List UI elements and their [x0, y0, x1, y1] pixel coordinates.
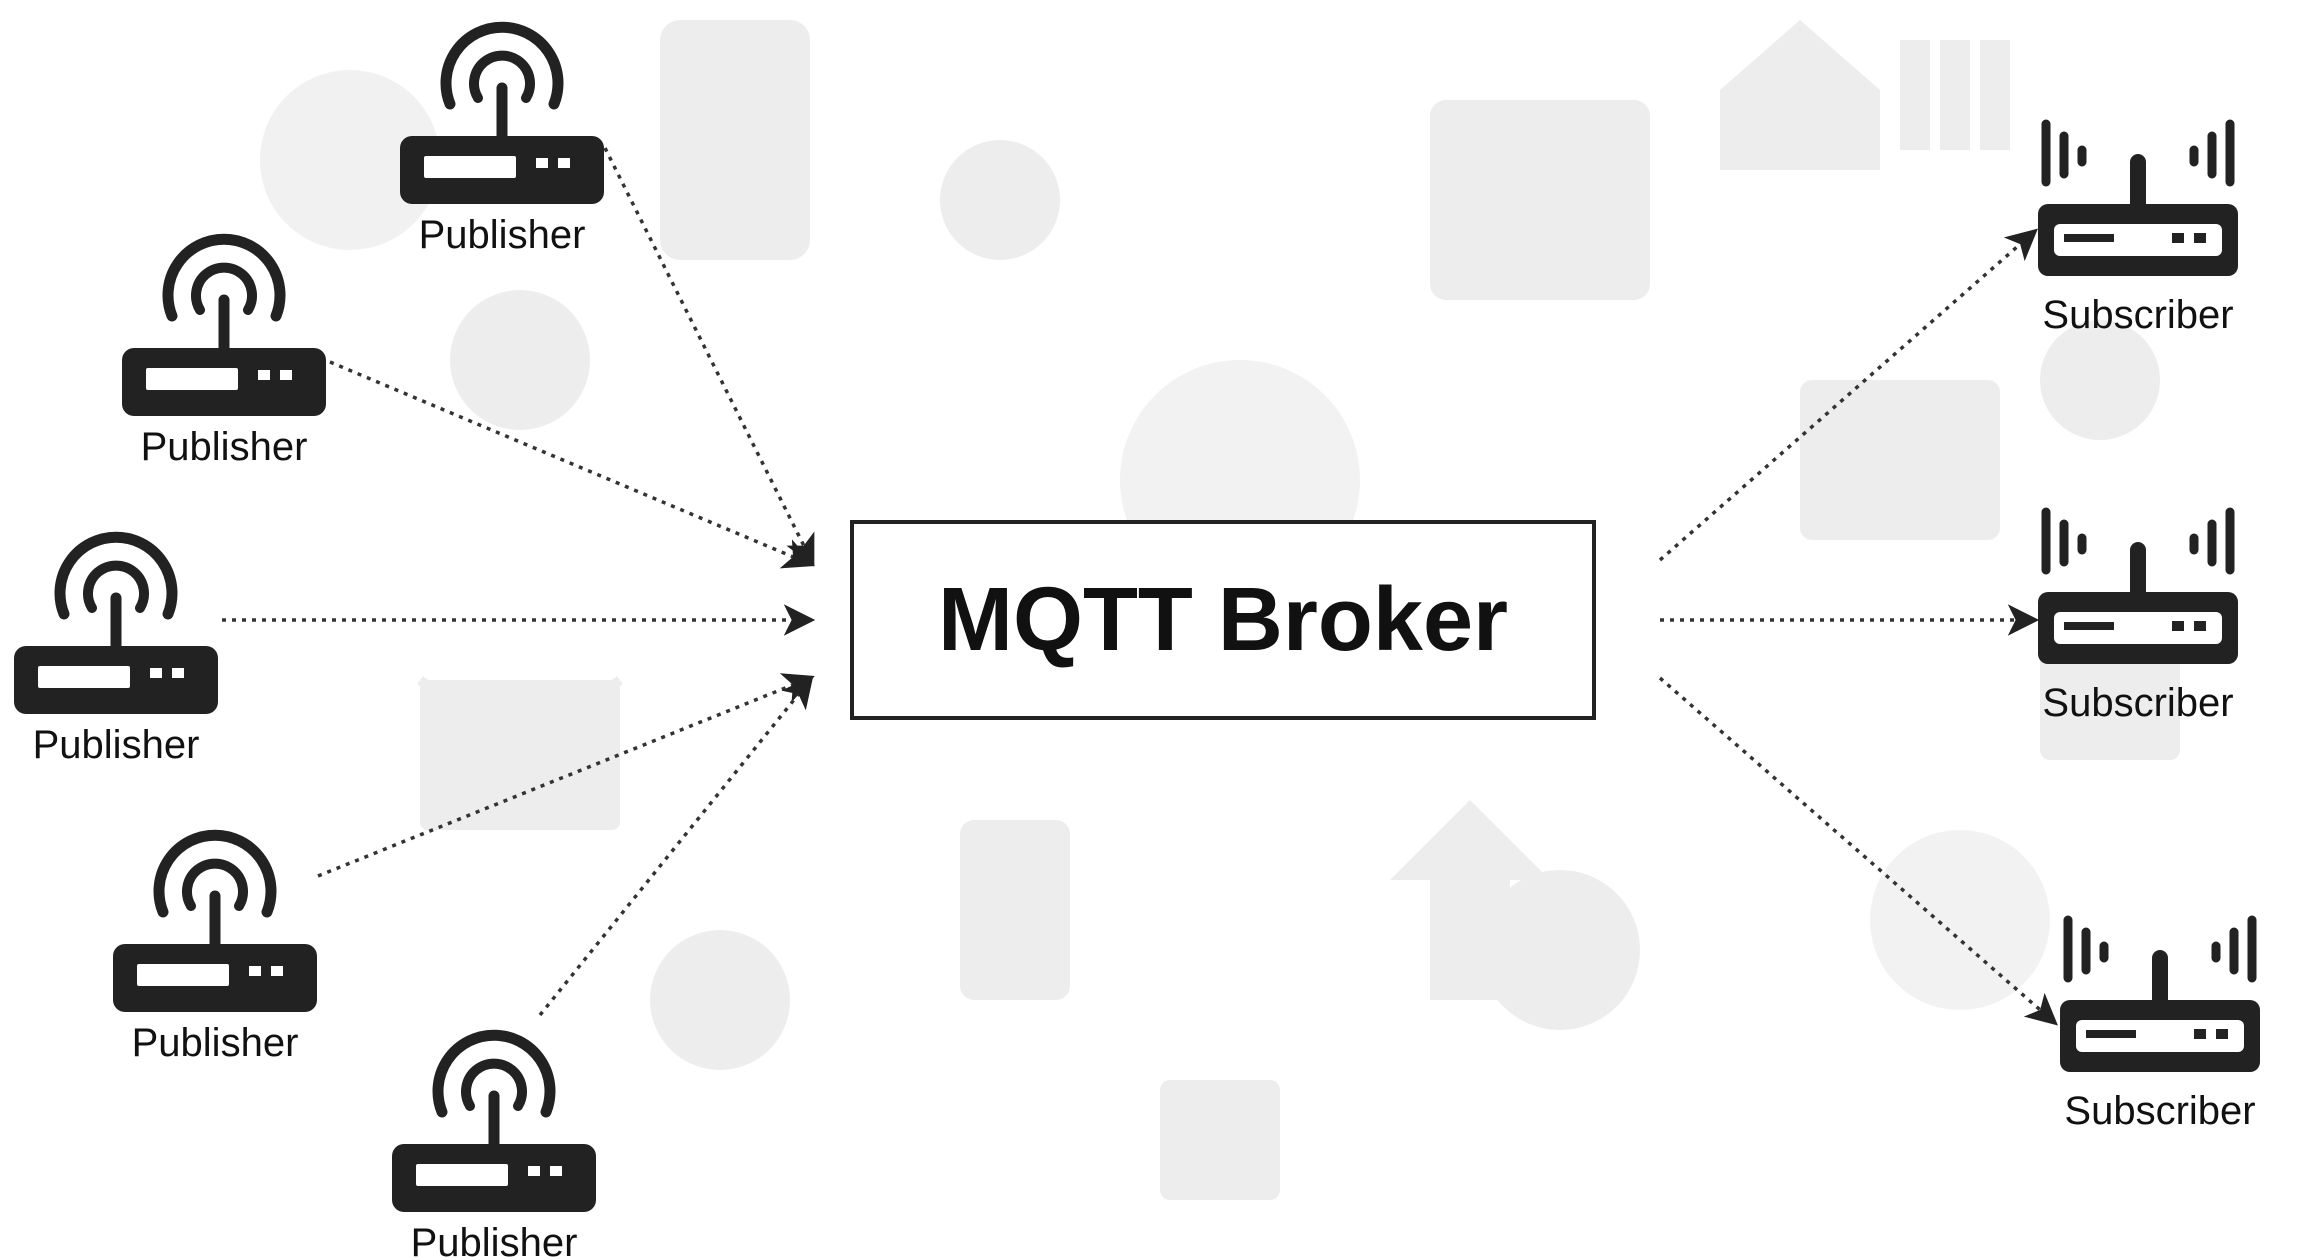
publisher-4: Publisher: [113, 835, 317, 1065]
antenna-router-icon: [2060, 920, 2260, 1072]
publisher-3: Publisher: [14, 537, 218, 767]
upload-arrow-icon: [1390, 800, 1550, 1000]
sms-icon: [2040, 640, 2180, 760]
subscriber-2: Subscriber: [2038, 512, 2238, 725]
bookshelf-icon: [1900, 40, 1930, 150]
antenna-router-icon: [2038, 512, 2238, 664]
flow-subscriber-3: [1658, 676, 2058, 1026]
subscriber-3: Subscriber: [2060, 920, 2260, 1133]
publisher-label: Publisher: [411, 1221, 578, 1260]
publisher-label: Publisher: [419, 213, 586, 257]
wifi-router-icon: [113, 835, 317, 1012]
background-icon-pattern: [260, 20, 2180, 1200]
publisher-flows: [222, 147, 816, 1017]
tablet-icon: [1430, 100, 1650, 300]
monitor-icon: [1800, 380, 2000, 540]
broker-label: MQTT Broker: [938, 570, 1508, 670]
box-icon: [1160, 1080, 1280, 1200]
phone-icon: [660, 20, 810, 260]
wifi-icon: [2040, 320, 2160, 440]
publisher-label: Publisher: [33, 723, 200, 767]
broker-box: [850, 520, 1596, 720]
antenna-router-icon: [2038, 124, 2238, 276]
wifi-router-icon: [392, 1035, 596, 1212]
gear-icon-3: [650, 930, 790, 1070]
gear-icon-2: [1480, 870, 1640, 1030]
bulb-icon: [940, 140, 1060, 260]
flow-publisher-4: [317, 673, 815, 878]
publisher-5: Publisher: [392, 1035, 596, 1260]
broadcast-icon: [1870, 830, 2050, 1010]
publisher-label: Publisher: [141, 425, 308, 469]
wifi-router-icon: [122, 239, 326, 416]
flow-subscriber-1: [1658, 228, 2038, 562]
publisher-1: Publisher: [400, 27, 604, 257]
phone-icon-2: [960, 820, 1070, 1000]
subscriber-1: Subscriber: [2038, 124, 2238, 337]
subscriber-label: Subscriber: [2042, 681, 2233, 725]
wifi-router-icon: [14, 537, 218, 714]
subscriber-label: Subscriber: [2064, 1089, 2255, 1133]
flow-publisher-1: [603, 147, 815, 567]
flow-publisher-5: [538, 675, 814, 1017]
home-icon: [1720, 20, 1880, 170]
publisher-2: Publisher: [122, 239, 326, 469]
globe-icon: [260, 70, 440, 250]
subscriber-label: Subscriber: [2042, 293, 2233, 337]
gear-icon: [450, 290, 590, 430]
subscriber-flows: [1658, 228, 2058, 1026]
flow-publisher-2: [329, 360, 815, 569]
mqtt-broker: MQTT Broker: [850, 520, 1596, 720]
wifi-router-icon: [400, 27, 604, 204]
publisher-label: Publisher: [132, 1021, 299, 1065]
